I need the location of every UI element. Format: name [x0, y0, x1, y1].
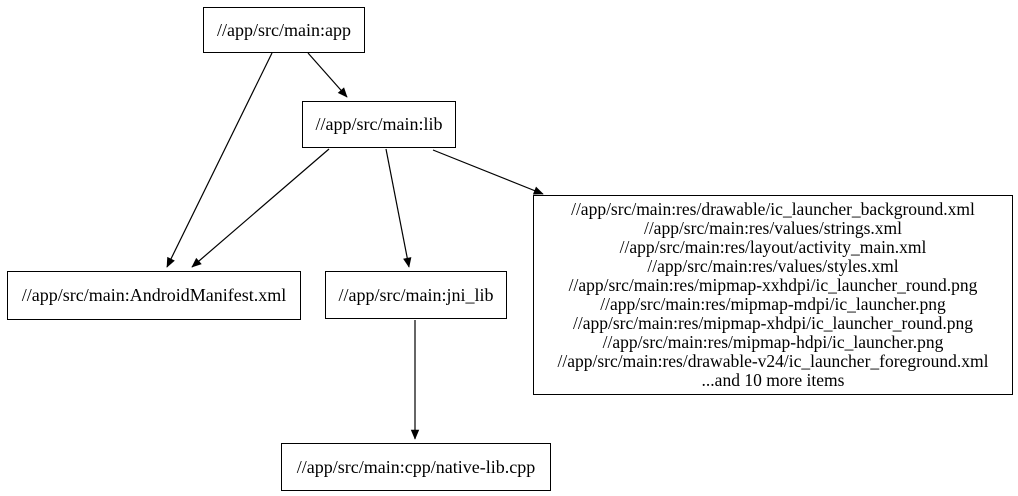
- node-jni-lib-label: //app/src/main:jni_lib: [338, 284, 494, 305]
- res-group-more-items: ...and 10 more items: [701, 370, 845, 390]
- res-group-line: //app/src/main:res/mipmap-hdpi/ic_launch…: [602, 332, 944, 352]
- edge-app-to-android-manifest: [166, 52, 273, 268]
- edge-lib-to-android-manifest: [191, 148, 330, 268]
- res-group-line: //app/src/main:res/mipmap-mdpi/ic_launch…: [600, 294, 946, 314]
- edge-lib-to-jni-lib: [385, 148, 412, 268]
- node-native-lib-cpp: //app/src/main:cpp/native-lib.cpp: [281, 443, 551, 491]
- node-native-lib-cpp-label: //app/src/main:cpp/native-lib.cpp: [296, 456, 536, 477]
- node-lib: //app/src/main:lib: [302, 101, 456, 148]
- node-app-label: //app/src/main:app: [217, 19, 351, 40]
- edge-app-to-lib: [307, 52, 348, 98]
- res-group-line: //app/src/main:res/mipmap-xhdpi/ic_launc…: [573, 313, 973, 333]
- node-jni-lib: //app/src/main:jni_lib: [325, 271, 507, 319]
- edge-lib-to-res-group: [432, 149, 544, 195]
- res-group-line: //app/src/main:res/drawable-v24/ic_launc…: [557, 351, 989, 371]
- res-group-line: //app/src/main:res/values/styles.xml: [647, 256, 899, 276]
- node-res-group: //app/src/main:res/drawable/ic_launcher_…: [533, 195, 1013, 395]
- res-group-line: //app/src/main:res/mipmap-xxhdpi/ic_laun…: [568, 275, 978, 295]
- res-group-line: //app/src/main:res/drawable/ic_launcher_…: [571, 199, 975, 219]
- node-android-manifest: //app/src/main:AndroidManifest.xml: [7, 271, 301, 320]
- node-lib-label: //app/src/main:lib: [315, 114, 443, 135]
- res-group-line: //app/src/main:res/values/strings.xml: [643, 218, 903, 238]
- node-android-manifest-label: //app/src/main:AndroidManifest.xml: [21, 285, 287, 306]
- node-app: //app/src/main:app: [203, 7, 365, 53]
- res-group-line: //app/src/main:res/layout/activity_main.…: [619, 237, 927, 257]
